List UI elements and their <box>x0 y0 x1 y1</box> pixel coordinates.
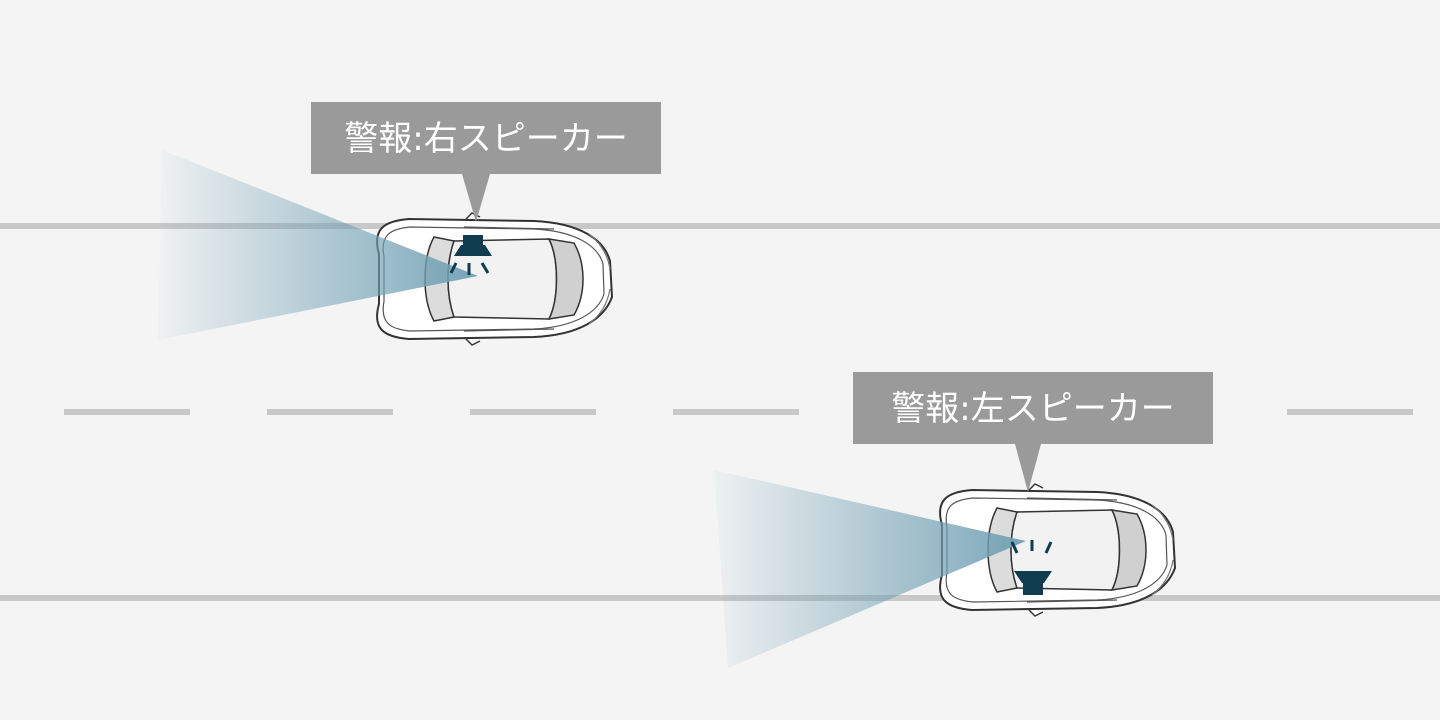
road-edge-top <box>0 223 1440 229</box>
detection-beam-upper <box>158 150 478 340</box>
speaker-icon-right <box>449 235 492 275</box>
callout-right-speaker-label: 警報:右スピーカー <box>344 119 627 159</box>
callout-left-speaker-label: 警報:左スピーカー <box>891 389 1174 429</box>
road-edge-bottom <box>0 595 1440 601</box>
callout-right-speaker: 警報:右スピーカー <box>311 102 661 222</box>
callout-left-speaker: 警報:左スピーカー <box>853 372 1213 492</box>
speaker-icon-left <box>1010 540 1053 595</box>
detection-beam-lower <box>714 470 1026 668</box>
